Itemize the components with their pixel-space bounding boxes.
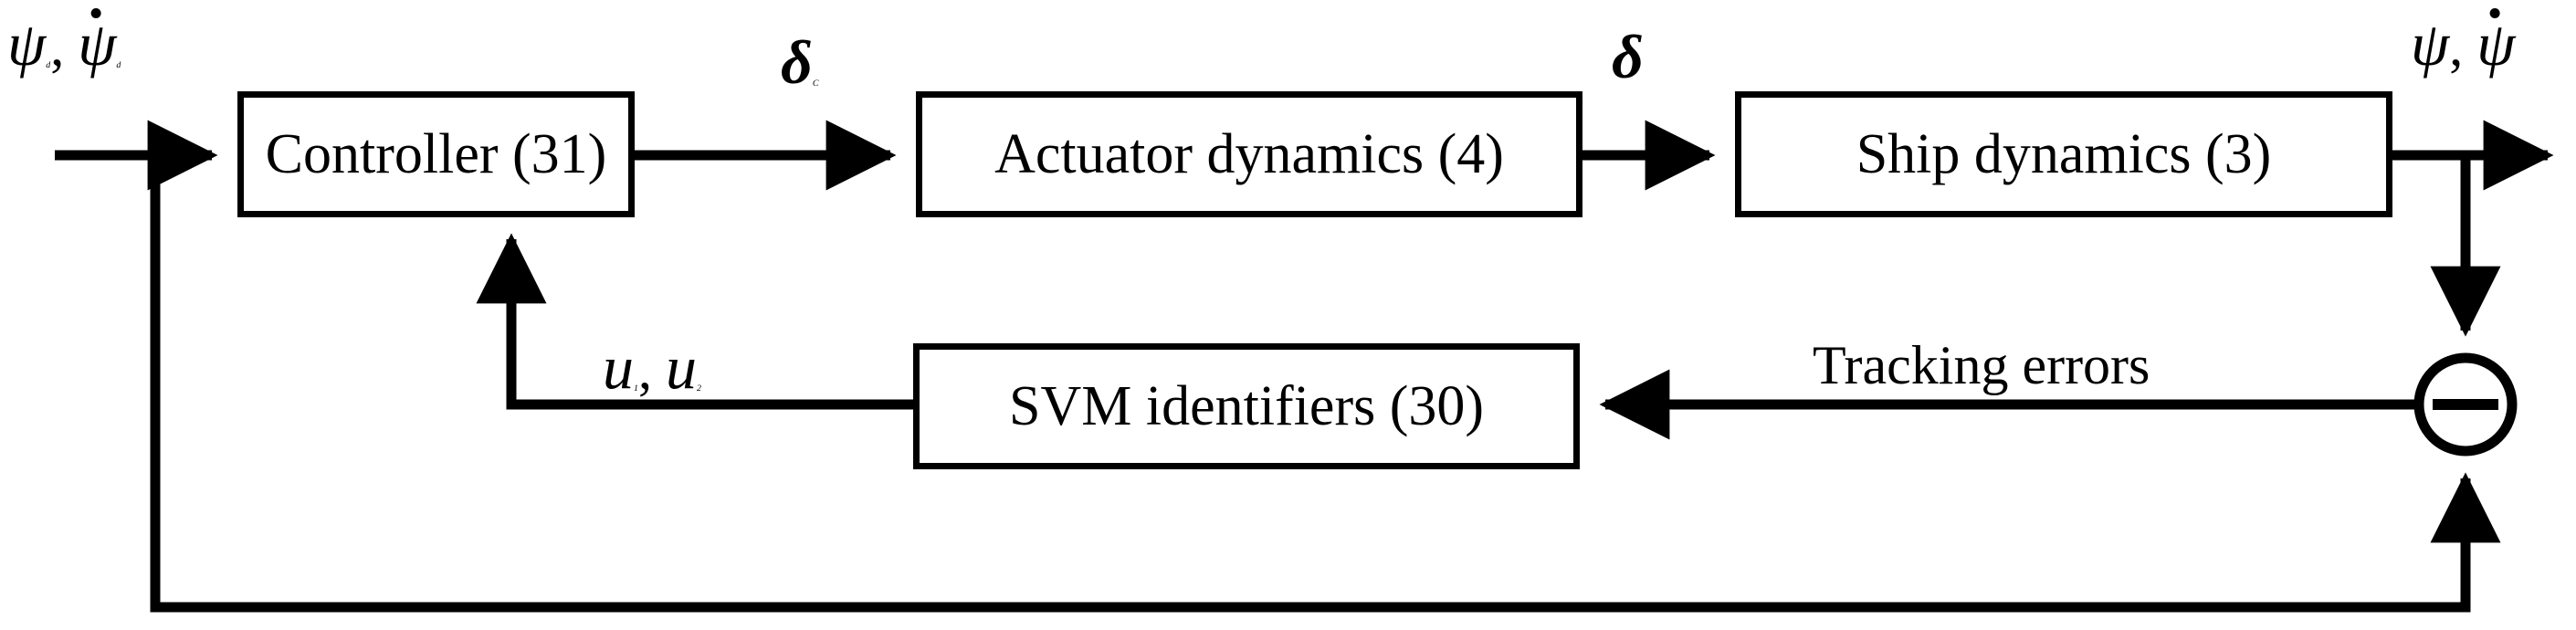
block-ship-dynamics-label: Ship dynamics (3) bbox=[1856, 123, 2272, 185]
signal-delta-c: δ bbox=[781, 27, 813, 97]
signal-label-reference: ψd, ψd bbox=[7, 8, 121, 77]
signal-u2: u bbox=[665, 332, 697, 402]
block-ship-dynamics[interactable]: Ship dynamics (3) bbox=[1735, 91, 2392, 217]
signal-u-comma: , bbox=[637, 340, 666, 400]
signal-reference-comma: , bbox=[50, 16, 79, 77]
signal-reference-psidot: ψ bbox=[78, 9, 117, 79]
signal-label-control-command: δC bbox=[781, 31, 818, 93]
block-controller[interactable]: Controller (31) bbox=[237, 91, 635, 217]
signal-delta: δ bbox=[1612, 22, 1644, 91]
signal-label-rudder-angle: δ bbox=[1612, 26, 1644, 88]
signal-output-psidot-group: ψ bbox=[2476, 8, 2515, 75]
signal-u1: u bbox=[603, 332, 634, 402]
signal-label-tracking-errors: Tracking errors bbox=[1813, 338, 2150, 393]
signal-label-svm-outputs: u1, u2 bbox=[603, 336, 701, 398]
signal-label-output: ψ, ψ bbox=[2411, 8, 2515, 77]
block-svm-identifiers[interactable]: SVM identifiers (30) bbox=[913, 343, 1580, 469]
signal-output-comma: , bbox=[2449, 16, 2477, 77]
signal-reference-psidot-group: ψ bbox=[78, 8, 116, 75]
wire-svm-to-controller bbox=[476, 233, 913, 410]
dot-accent-icon bbox=[2489, 8, 2500, 19]
signal-output-psi: ψ bbox=[2411, 9, 2450, 79]
signal-reference-psi: ψ bbox=[7, 9, 47, 79]
block-svm-identifiers-label: SVM identifiers (30) bbox=[1008, 375, 1485, 437]
signal-reference-psi-subscript: d bbox=[46, 59, 51, 70]
signal-u1-subscript: 1 bbox=[634, 383, 638, 394]
signal-reference-psidot-subscript: d bbox=[116, 59, 121, 70]
dot-accent-icon bbox=[90, 8, 101, 19]
signal-output-psidot: ψ bbox=[2476, 9, 2516, 79]
tracking-errors-text: Tracking errors bbox=[1813, 335, 2150, 395]
block-controller-label: Controller (31) bbox=[265, 123, 607, 185]
signal-delta-c-subscript: C bbox=[812, 78, 819, 89]
block-actuator-dynamics-label: Actuator dynamics (4) bbox=[994, 123, 1504, 185]
wire-reference-feedback-to-sum bbox=[150, 155, 2501, 613]
signal-u2-subscript: 2 bbox=[696, 383, 701, 394]
block-actuator-dynamics[interactable]: Actuator dynamics (4) bbox=[916, 91, 1582, 217]
